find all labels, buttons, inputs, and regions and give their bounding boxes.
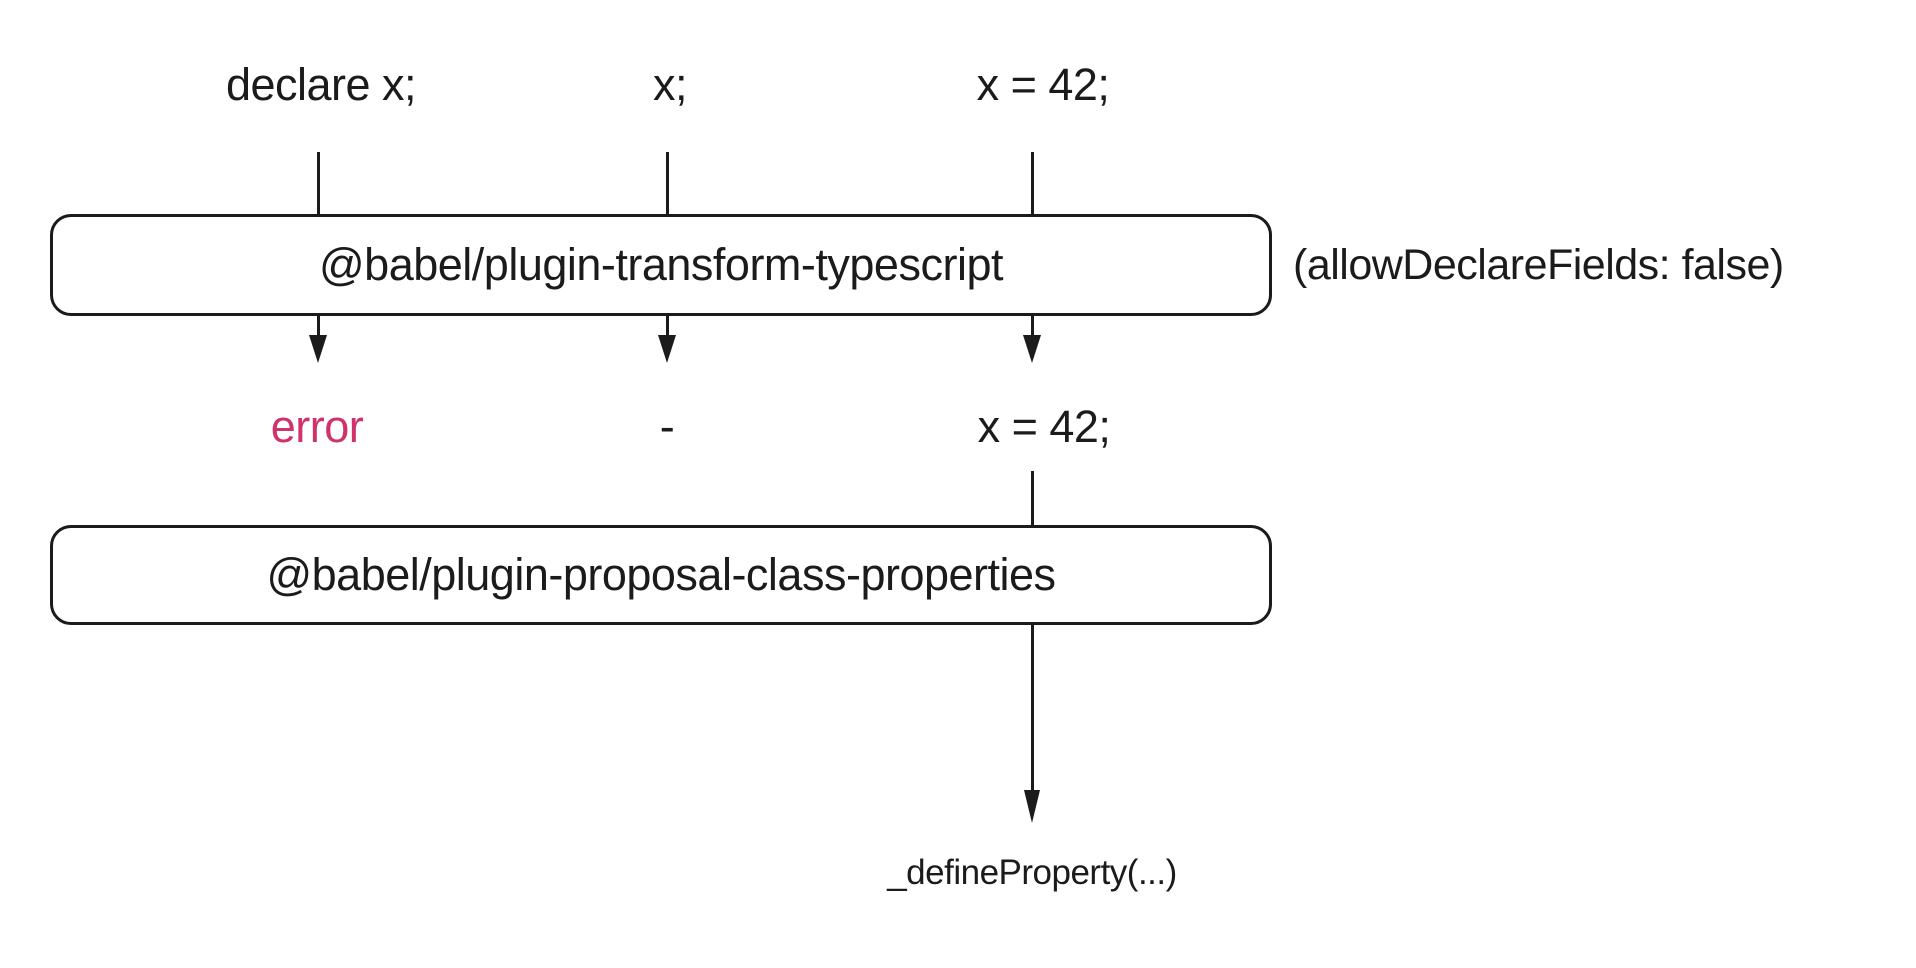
down-arrowhead-icon — [1024, 790, 1040, 823]
result-arrow-shaft-2 — [665, 316, 669, 338]
output-arrow-shaft — [1030, 625, 1034, 792]
connector-line-input-2 — [665, 152, 669, 214]
down-arrowhead-icon — [658, 335, 676, 363]
intermediate-label-x-equals-42: x = 42; — [977, 401, 1111, 452]
output-label-defineproperty: _defineProperty(...) — [887, 853, 1177, 892]
input-label-x: x; — [652, 59, 688, 110]
input-label-declare-x: declare x; — [225, 59, 417, 110]
plugin-box-proposal-class-properties: @babel/plugin-proposal-class-properties — [50, 525, 1272, 625]
plugin-box-transform-typescript-label: @babel/plugin-transform-typescript — [319, 239, 1003, 290]
intermediate-label-error: error — [270, 401, 364, 452]
intermediate-label-removed: - — [659, 401, 675, 452]
plugin-box-transform-typescript: @babel/plugin-transform-typescript — [50, 214, 1272, 316]
result-arrow-shaft-3 — [1030, 316, 1034, 338]
result-arrow-shaft-1 — [316, 316, 320, 338]
plugin-box-proposal-class-properties-label: @babel/plugin-proposal-class-properties — [266, 549, 1056, 600]
plugin-option-note: (allowDeclareFields: false) — [1293, 241, 1784, 289]
input-label-x-equals-42: x = 42; — [976, 59, 1110, 110]
connector-line-input-1 — [316, 152, 320, 214]
down-arrowhead-icon — [309, 335, 327, 363]
connector-line-stage2-input — [1030, 471, 1034, 525]
connector-line-input-3 — [1030, 152, 1034, 214]
down-arrowhead-icon — [1023, 335, 1041, 363]
